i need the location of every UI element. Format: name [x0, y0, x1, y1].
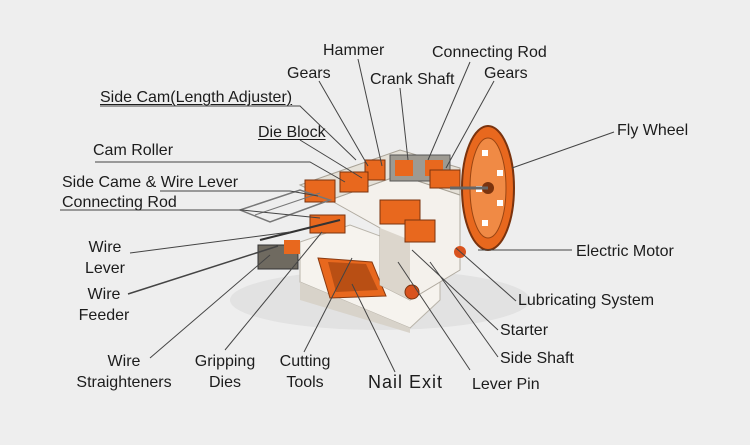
- label-cam-roller: Cam Roller: [93, 142, 174, 159]
- label-lever-pin: Lever Pin: [472, 376, 540, 393]
- gear-box-left: [395, 160, 413, 176]
- leader-cutting-tools: [303, 257, 353, 353]
- fly-wheel-slot: [497, 200, 503, 206]
- wire-lever-rod: [259, 219, 341, 241]
- leader-connecting-rod-left: [60, 209, 321, 219]
- label-lubricating-system: Lubricating System: [518, 292, 655, 309]
- leader-gripping-dies: [224, 231, 323, 351]
- label-wire-lever-line2: Lever: [84, 260, 126, 277]
- wire-guide-rails: [237, 189, 333, 223]
- label-wire-lever-line1: Wire: [88, 239, 122, 256]
- leader-lever-pin: [397, 261, 471, 371]
- label-fly-wheel: Fly Wheel: [617, 122, 689, 139]
- leader-crank-shaft: [399, 87, 409, 161]
- label-wire-feeder-line1: Wire: [87, 286, 121, 303]
- fly-wheel-slot: [482, 150, 488, 156]
- label-die-block: Die Block: [258, 124, 326, 141]
- label-wire-feeder-line2: Feeder: [78, 307, 130, 324]
- label-gripping-dies-line2: Dies: [208, 374, 241, 391]
- label-crank-shaft: Crank Shaft: [370, 71, 455, 88]
- leader-connecting-rod: [427, 61, 471, 161]
- leader-side-came-wire-lever: [160, 190, 319, 197]
- nail-exit-opening: [328, 262, 378, 292]
- label-gears-left: Gears: [287, 65, 331, 82]
- label-gripping-dies-line1: Gripping: [194, 353, 256, 370]
- leader-wire-feeder: [127, 245, 279, 295]
- label-nail-exit: Nail Exit: [368, 372, 444, 392]
- leader-starter: [411, 249, 499, 331]
- wire-feeder-orange-part: [284, 240, 300, 254]
- label-connecting-rod-left: Connecting Rod: [62, 194, 177, 211]
- leader-wire-straighteners: [149, 254, 271, 359]
- label-wire-straighteners-line2: Straighteners: [76, 374, 172, 391]
- label-cutting-tools-line1: Cutting: [279, 353, 331, 370]
- label-side-came-wire-lever: Side Came & Wire Lever: [62, 174, 239, 191]
- leader-nail-exit: [351, 283, 396, 373]
- leader-gears-right: [445, 80, 495, 169]
- wire-guide-rail-inner: [254, 192, 321, 216]
- fly-wheel-slot: [497, 170, 503, 176]
- leader-side-cam: [100, 105, 357, 161]
- label-electric-motor: Electric Motor: [576, 243, 674, 260]
- leader-fly-wheel: [511, 131, 615, 169]
- connecting-rod-block: [429, 169, 461, 189]
- fly-wheel-slot: [482, 220, 488, 226]
- label-hammer: Hammer: [323, 42, 385, 59]
- label-starter: Starter: [500, 322, 549, 339]
- label-wire-straighteners-line1: Wire: [107, 353, 141, 370]
- leader-gears-left: [318, 80, 369, 167]
- hammer-block: [364, 159, 386, 181]
- starter-knob: [404, 284, 420, 300]
- leader-cam-roller: [95, 161, 346, 183]
- lever-block: [404, 219, 436, 243]
- label-cutting-tools-line2: Tools: [286, 374, 324, 391]
- machine-base-side: [300, 282, 410, 333]
- leader-hammer: [357, 58, 383, 167]
- side-cam-block: [304, 179, 336, 203]
- label-connecting-rod-top: Connecting Rod: [432, 44, 547, 61]
- leader-die-block: [299, 139, 363, 179]
- leader-wire-lever: [129, 231, 291, 254]
- leader-lines: [60, 58, 615, 373]
- leader-side-shaft: [429, 261, 499, 358]
- label-side-cam: Side Cam(Length Adjuster): [100, 89, 293, 106]
- label-gears-right: Gears: [484, 65, 528, 82]
- leader-lubricating-system: [455, 247, 517, 302]
- machine-body-front: [380, 228, 410, 300]
- label-side-shaft: Side Shaft: [500, 350, 574, 367]
